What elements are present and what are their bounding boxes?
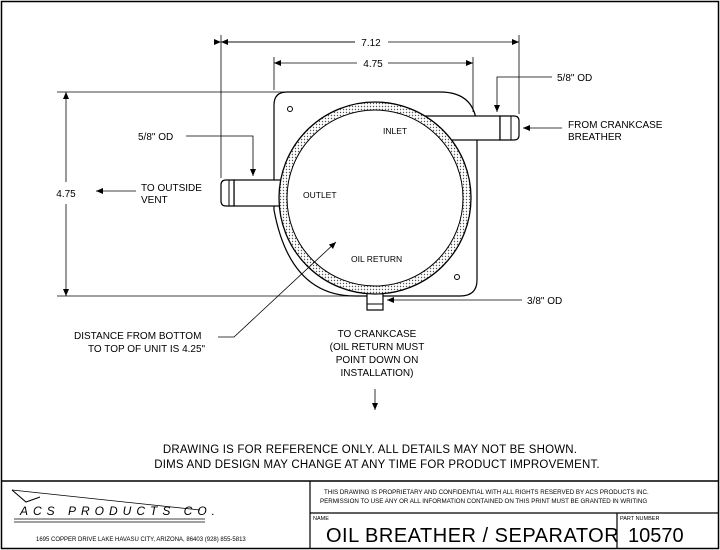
legal-line-2: PERMISSION TO USE ANY OR ALL INFORMATION…	[320, 498, 647, 505]
callout-to-outside-vent: TO OUTSIDE VENT	[96, 183, 202, 206]
svg-text:POINT DOWN ON: POINT DOWN ON	[336, 355, 419, 366]
callout-from-crankcase: FROM CRANKCASE BREATHER	[523, 120, 663, 143]
mounting-hole-top	[287, 106, 293, 112]
svg-text:5/8" OD: 5/8" OD	[557, 73, 592, 84]
drawing-title: OIL BREATHER / SEPARATOR	[326, 525, 619, 547]
part-number-label: PART NUMBER	[620, 516, 659, 522]
svg-text:7.12: 7.12	[361, 38, 381, 49]
company-logo: ACS PRODUCTS CO.	[11, 489, 220, 523]
mounting-hole-bottom	[454, 274, 460, 280]
svg-text:FROM CRANKCASE: FROM CRANKCASE	[568, 120, 663, 131]
company-address: 1695 COPPER DRIVE LAKE HAVASU CITY, ARIZ…	[36, 537, 246, 543]
callout-outlet-od: 5/8" OD	[138, 132, 256, 176]
svg-text:5/8" OD: 5/8" OD	[138, 132, 173, 143]
note-line-2: DIMS AND DESIGN MAY CHANGE AT ANY TIME F…	[154, 459, 600, 471]
svg-text:DISTANCE FROM BOTTOM: DISTANCE FROM BOTTOM	[74, 331, 201, 342]
dimension-body-width: 4.75	[273, 57, 474, 112]
svg-text:TO CRANKCASE: TO CRANKCASE	[338, 329, 417, 340]
svg-text:TO OUTSIDE: TO OUTSIDE	[141, 183, 202, 194]
outlet-label: OUTLET	[303, 190, 337, 200]
svg-text:VENT: VENT	[141, 195, 168, 206]
legal-line-1: THIS DRAWING IS PROPRIETARY AND CONFIDEN…	[324, 489, 649, 496]
callout-return-od: 3/8" OD	[387, 296, 562, 307]
svg-text:BREATHER: BREATHER	[568, 132, 622, 143]
part-number: 10570	[628, 525, 684, 547]
svg-text:(OIL RETURN MUST: (OIL RETURN MUST	[330, 342, 425, 353]
name-field-label: NAME	[313, 516, 329, 522]
svg-text:4.75: 4.75	[56, 189, 76, 200]
svg-text:3/8" OD: 3/8" OD	[527, 296, 562, 307]
inlet-label: INLET	[383, 126, 407, 136]
title-block: ACS PRODUCTS CO. 1695 COPPER DRIVE LAKE …	[1, 480, 719, 549]
callout-distance: DISTANCE FROM BOTTOM TO TOP OF UNIT IS 4…	[74, 241, 337, 355]
note-line-1: DRAWING IS FOR REFERENCE ONLY. ALL DETAI…	[163, 444, 577, 456]
dimension-overall-width: 7.12	[214, 35, 520, 178]
oil-return-label: OIL RETURN	[351, 254, 402, 264]
svg-text:ACS PRODUCTS CO.: ACS PRODUCTS CO.	[19, 504, 220, 518]
svg-text:4.75: 4.75	[363, 59, 383, 70]
callout-inlet-od: 5/8" OD	[494, 73, 592, 112]
callout-to-crankcase: TO CRANKCASE (OIL RETURN MUST POINT DOWN…	[330, 329, 425, 410]
svg-text:INSTALLATION): INSTALLATION)	[341, 368, 414, 379]
dimension-height: 4.75	[56, 91, 355, 297]
svg-text:TO TOP OF UNIT IS 4.25": TO TOP OF UNIT IS 4.25"	[88, 344, 206, 355]
